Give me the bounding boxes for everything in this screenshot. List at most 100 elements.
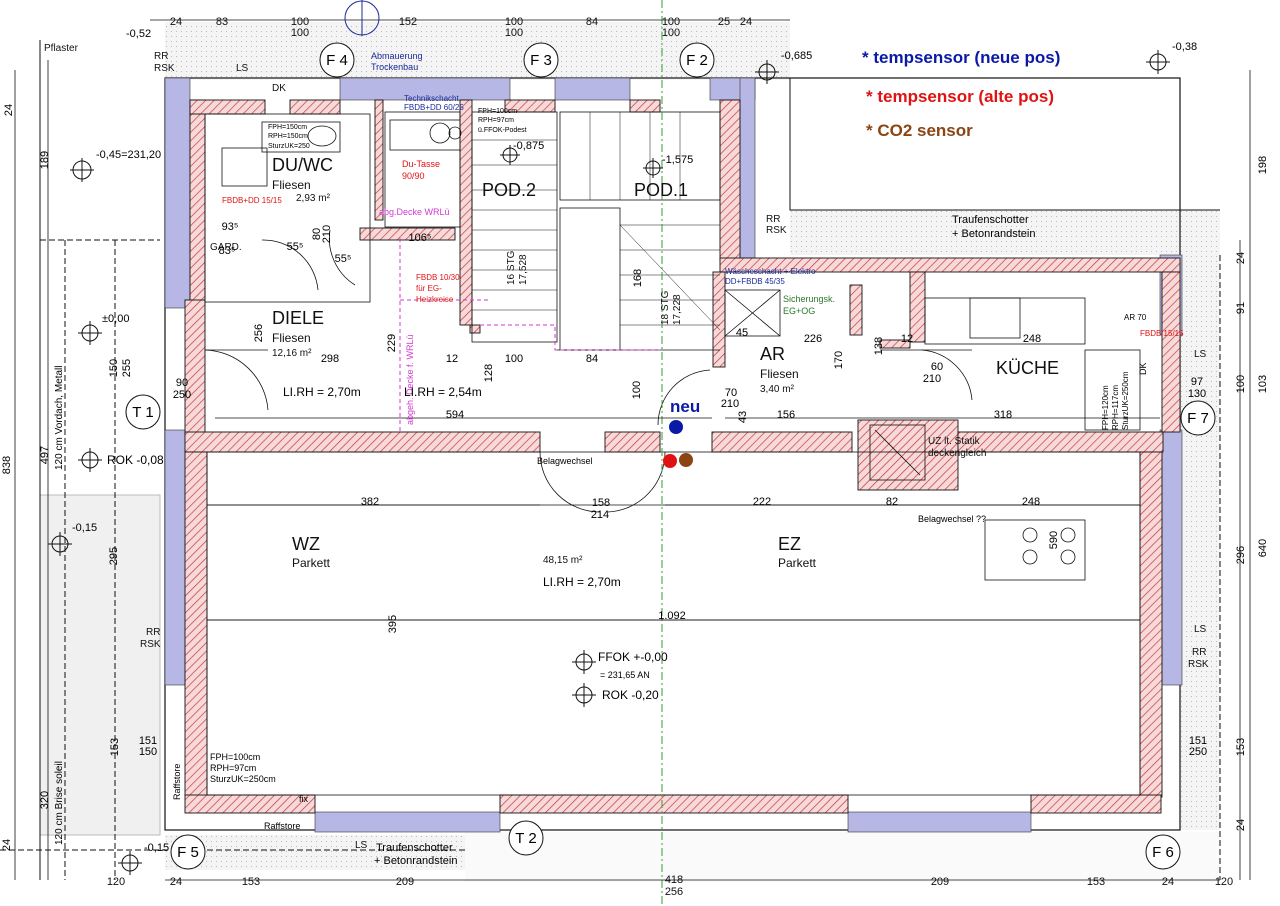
dim-top-8: 100 — [662, 16, 680, 28]
dim-inner-22: 168 — [632, 269, 644, 287]
dim-inner-26: 106⁵ — [409, 232, 432, 244]
dim-inner-4: 222 — [753, 496, 771, 508]
dim-top-0: 24 — [170, 16, 182, 28]
brise-label: 120 cm Brise soleil — [54, 761, 65, 845]
temp-sensor-old — [663, 454, 677, 468]
dim-left-4: 320 — [39, 791, 51, 809]
rph97-label: RPH=97cm — [478, 117, 514, 124]
room-duwc-area: 2,93 m² — [296, 193, 331, 204]
walls — [184, 99, 1181, 814]
dim-inner-49: 80 — [311, 228, 323, 240]
dim-inner-2: 158 — [592, 497, 610, 509]
ar70-label: AR 70 — [1124, 313, 1147, 322]
dim-right-8: 24 — [1235, 819, 1247, 831]
dim-inner-11: 226 — [804, 333, 822, 345]
ls-label-2: LS — [355, 840, 368, 851]
dim-right-2: 91 — [1235, 302, 1247, 314]
dim-inner-36: 210 — [721, 398, 739, 410]
dim-inner-17: 255 — [121, 359, 133, 377]
traufen1b-label: + Betonrandstein — [952, 228, 1035, 240]
fbdb1515-label: FBDB 15/15 — [1140, 329, 1184, 338]
dim-inner-19: 100 — [505, 353, 523, 365]
dim-inner-0: 594 — [446, 409, 464, 421]
dim-left-2: 497 — [39, 446, 51, 464]
rr-label-3: RR — [1192, 647, 1206, 658]
dim-inner-27: 55⁵ — [287, 241, 304, 253]
dim-bottom-5: 256 — [665, 886, 683, 898]
sturz250b-label: SturzUK=250cm — [210, 774, 276, 784]
dim-right-7: 153 — [1235, 738, 1247, 756]
dim-inner-23: 138 — [873, 337, 885, 355]
dim-right-3: 100 — [1235, 375, 1247, 393]
trockenbau-label: Trockenbau — [371, 62, 418, 72]
traufen2-label: Traufenschotter — [376, 842, 453, 854]
uz2-label: deckengleich — [928, 448, 986, 459]
room-ar-floor: Fliesen — [760, 367, 799, 381]
window-tag-f5: F 5 — [177, 844, 199, 861]
dim-inner-31: 12 — [446, 353, 458, 365]
techschacht-label: Technikschacht — [404, 94, 459, 103]
traufen1-label: Traufenschotter — [952, 214, 1029, 226]
dim-top-3: 100 — [291, 27, 309, 39]
sturz250-label: SturzUK=250 — [268, 143, 310, 150]
room-ez-floor: Parkett — [778, 556, 817, 570]
dim-inner-39: 90 — [176, 377, 188, 389]
door-tag-t1: T 1 — [132, 404, 153, 421]
level-038: -0,38 — [1172, 41, 1197, 53]
dim-right-4: 103 — [1257, 375, 1269, 393]
co2-sensor — [679, 453, 693, 467]
rph117-label: RPH=117cm — [1111, 385, 1120, 430]
room-diele-floor: Fliesen — [272, 331, 311, 345]
gravel-strips — [39, 22, 1220, 882]
rsk-label-4: RSK — [766, 225, 787, 236]
dim-top-10: 25 — [718, 16, 730, 28]
fph120-label: FPH=120cm — [1101, 385, 1110, 430]
fbdb-dd15-label: FBDB+DD 15/15 — [222, 196, 282, 205]
sensors: neu — [663, 397, 700, 468]
sturz250c-label: SturzUK=250cm — [1121, 371, 1130, 430]
raffstore-label-1: Raffstore — [172, 764, 182, 800]
sicherung2-label: EG+OG — [783, 306, 815, 316]
rph150-label: RPH=150cm — [268, 133, 308, 140]
dim-right-1: 24 — [1235, 252, 1247, 264]
wz-area-label: 48,15 m² — [543, 555, 583, 566]
window-tag-f6: F 6 — [1152, 844, 1174, 861]
dim-inner-13: 298 — [321, 353, 339, 365]
vordach-label: 120 cm Vordach, Metall — [54, 366, 65, 471]
dk-label-2: DK — [1138, 362, 1148, 375]
level-015: -0,15 — [72, 522, 97, 534]
dims-top: 24 83 100 100 152 100 100 84 100 100 25 … — [170, 16, 752, 39]
room-duwc-floor: Fliesen — [272, 178, 311, 192]
room-ar-area: 3,40 m² — [760, 384, 795, 395]
level-1575: -1,575 — [662, 154, 693, 166]
level-0685: -0,685 — [781, 50, 812, 62]
dim-bottom-8: 24 — [1162, 876, 1174, 888]
level-pm0: ±0,00 — [102, 313, 129, 325]
waschschacht-label: Wäscheschacht + Elektro — [725, 267, 816, 276]
dim-right-0: 198 — [1257, 156, 1269, 174]
dutasse-dim-label: 90/90 — [402, 171, 425, 181]
dim-bottom-9: 120 — [1215, 876, 1233, 888]
stair-lirh-label: LI.RH = 2,54m — [404, 385, 482, 399]
dim-top-9: 100 — [662, 27, 680, 39]
rsk-label-1: RSK — [154, 63, 175, 74]
dim-bottom-7: 153 — [1087, 876, 1105, 888]
fbdb-eg-label: FBDB 10/30 — [416, 273, 460, 282]
fbdb-dd-label: FBDB+DD 60/25 — [404, 103, 464, 112]
legend-temp-old: * tempsensor (alte pos) — [866, 87, 1054, 106]
fix-label-1: fix — [299, 794, 309, 804]
dims-inner: 594 382 158 214 222 82 248 1.092 395 318… — [108, 221, 1207, 758]
wz-lirh-label: LI.RH = 2,70m — [543, 575, 621, 589]
belagwechsel-label: Belagwechsel — [537, 456, 593, 466]
dim-inner-18: 295 — [108, 547, 120, 565]
dim-bottom-3: 209 — [396, 876, 414, 888]
raffstore-label-2: Raffstore — [264, 821, 300, 831]
dim-inner-43: 151 — [139, 735, 157, 747]
dim-inner-1: 382 — [361, 496, 379, 508]
room-diele-name: DIELE — [272, 308, 324, 328]
rsk-label-2: RSK — [140, 639, 161, 650]
annotations: Pflaster RR RSK LS DK Abmauerung Trocken… — [44, 28, 1209, 867]
sicherung-label: Sicherungsk. — [783, 294, 835, 304]
room-labels: DU/WC Fliesen 2,93 m² DIELE Fliesen 12,1… — [272, 155, 1059, 570]
dim-inner-14: 229 — [386, 334, 398, 352]
